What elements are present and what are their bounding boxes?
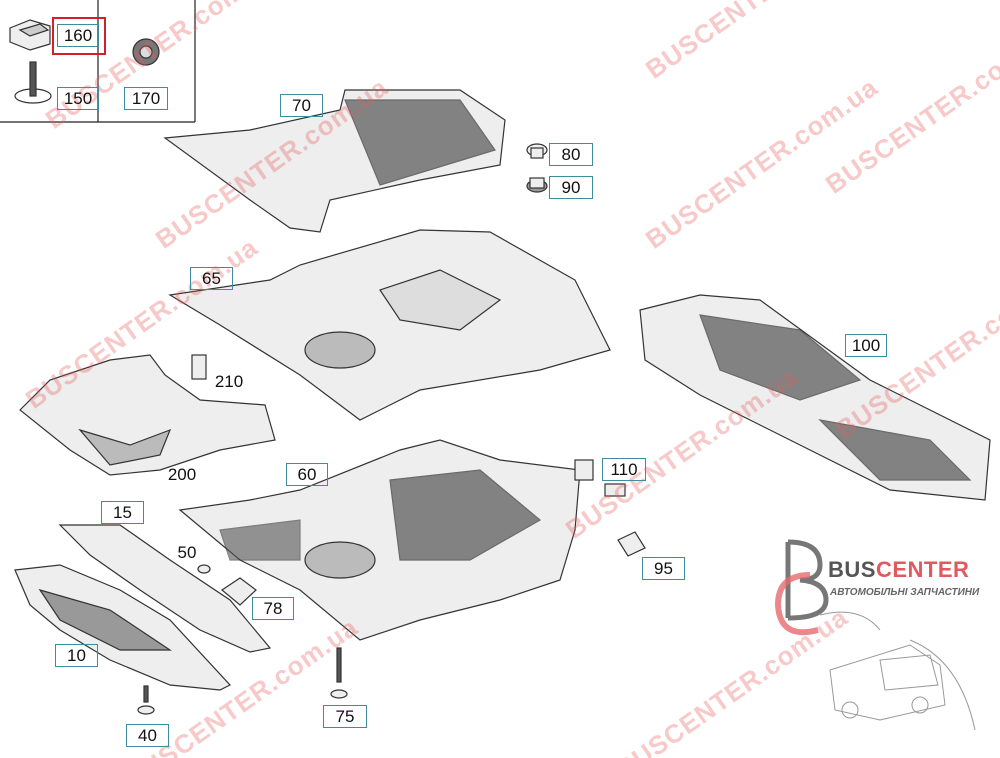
callout-50[interactable]: 50	[177, 543, 197, 562]
callout-65[interactable]: 65	[190, 267, 233, 290]
clip-part-160	[9, 19, 51, 51]
panel-part-10	[14, 564, 231, 691]
nut-part-80	[526, 143, 548, 159]
nut-part-90	[526, 177, 548, 193]
panel-part-65	[168, 229, 611, 421]
callout-90[interactable]: 90	[549, 176, 593, 199]
callout-70[interactable]: 70	[280, 94, 323, 117]
nut-part-50	[197, 564, 211, 574]
callout-15[interactable]: 15	[101, 501, 144, 524]
panel-part-70	[163, 89, 506, 233]
screw-part-150	[14, 61, 52, 104]
callout-110[interactable]: 110	[602, 458, 646, 481]
logo-mark	[774, 539, 976, 731]
logo-brand-center: CENTER	[875, 557, 970, 582]
callout-160[interactable]: 160	[57, 24, 99, 47]
bracket-part-110	[574, 459, 626, 497]
panel-part-60	[178, 439, 581, 641]
callout-100[interactable]: 100	[845, 334, 887, 357]
selected-part-highlight	[52, 17, 106, 55]
logo-tagline: АВТОМОБІЛЬНІ ЗАПЧАСТИНИ	[830, 587, 980, 598]
screw-part-40	[137, 685, 155, 715]
callout-95[interactable]: 95	[642, 557, 685, 580]
clip-part-95	[617, 531, 646, 557]
callout-75[interactable]: 75	[323, 705, 367, 728]
callout-10[interactable]: 10	[55, 644, 98, 667]
callout-200[interactable]: 200	[167, 465, 197, 484]
panel-part-15	[58, 524, 272, 653]
buscenter-logo: BUSCENTER АВТОМОБІЛЬНІ ЗАПЧАСТИНИ	[770, 530, 990, 750]
bracket-part-78	[220, 577, 257, 606]
screw-part-75	[330, 647, 348, 699]
callout-40[interactable]: 40	[126, 724, 169, 747]
callout-80[interactable]: 80	[549, 143, 593, 166]
callout-210[interactable]: 210	[214, 372, 244, 391]
logo-brand: BUSCENTER	[828, 557, 969, 583]
bracket-part-210	[191, 354, 207, 380]
callout-78[interactable]: 78	[252, 597, 294, 620]
grommet-part-170	[132, 38, 160, 66]
panel-part-200	[19, 354, 276, 476]
callout-170[interactable]: 170	[124, 87, 168, 110]
callout-60[interactable]: 60	[286, 463, 328, 486]
logo-brand-bus: BUS	[828, 557, 876, 582]
callout-150[interactable]: 150	[57, 87, 99, 110]
panel-part-100	[639, 294, 991, 501]
